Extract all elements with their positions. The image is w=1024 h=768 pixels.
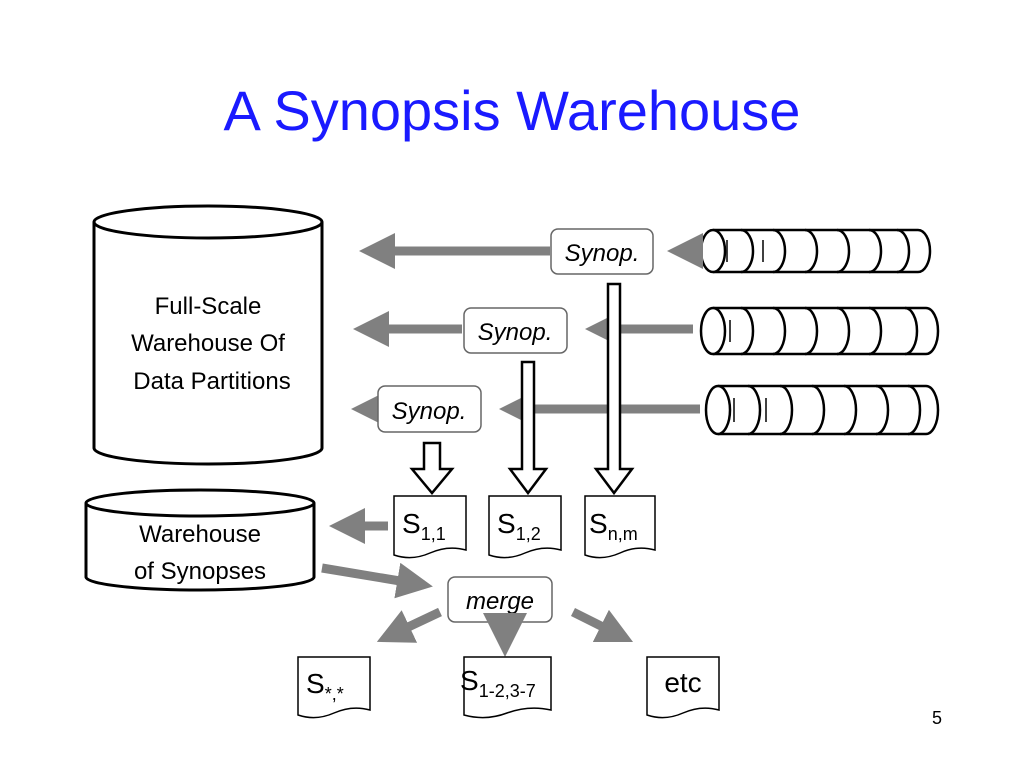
synopsis-1-2-sub: 1,2 (516, 524, 541, 544)
synopsis-doc-1-1: S1,1 (393, 495, 467, 559)
synop1-down-arrow (593, 282, 635, 496)
merged-range-sub: 1-2,3-7 (479, 681, 536, 701)
hollow-down-arrows (409, 282, 635, 496)
synop2-down-arrow (507, 360, 549, 496)
synopsis-1-2-base: S (497, 508, 516, 539)
synopsis-n-m-sub: n,m (608, 524, 638, 544)
merge-to-star-arrow (376, 607, 442, 643)
svg-text:S1,2: S1,2 (497, 508, 541, 544)
merged-star-base: S (306, 668, 325, 699)
synopsis-n-m-base: S (589, 508, 608, 539)
synopsis-warehouse-label-1: Warehouse (139, 521, 261, 548)
synop-label-1: Synop. (565, 240, 640, 267)
merge-box: merge (447, 576, 553, 623)
svg-text:Sn,m: Sn,m (589, 508, 638, 544)
merge-output-arrows (376, 607, 634, 657)
full-warehouse-label-3: Data Partitions (133, 368, 290, 395)
full-scale-warehouse-cylinder: Full-Scale Warehouse Of Data Partitions (92, 204, 324, 466)
warehouse-to-merge-arrow (321, 562, 433, 599)
synopsis-doc-1-2: S1,2 (488, 495, 562, 559)
data-stream-3 (704, 384, 940, 436)
data-stream-1 (699, 228, 932, 274)
merge-to-etc-arrow (570, 607, 634, 643)
merged-range-base: S (460, 665, 479, 696)
synopsis-warehouse-label-2: of Synopses (134, 558, 266, 585)
full-warehouse-label-2: Warehouse Of (131, 330, 285, 357)
synop-label-3: Synop. (392, 398, 467, 425)
synop-label-2: Synop. (478, 319, 553, 346)
svg-text:S*,*: S*,* (306, 668, 344, 704)
merge-label: merge (466, 588, 534, 615)
synopsis-warehouse-cylinder: Warehouse of Synopses (84, 488, 316, 592)
full-warehouse-label-1: Full-Scale (155, 293, 262, 320)
page-number: 5 (931, 708, 942, 728)
merged-doc-range: S1-2,3-7 (460, 656, 552, 719)
synop-box-1: Synop. (550, 228, 654, 275)
synop3-down-arrow (409, 441, 455, 495)
slide-title: A Synopsis Warehouse (223, 79, 801, 142)
svg-text:S1,1: S1,1 (402, 508, 446, 544)
merged-star-sub: *,* (325, 684, 344, 704)
svg-text:S1-2,3-7: S1-2,3-7 (460, 665, 536, 701)
synop-box-3: Synop. (377, 385, 482, 433)
merged-etc-label: etc (664, 667, 701, 698)
synopsis-1-1-sub: 1,1 (421, 524, 446, 544)
synopsis-1-1-base: S (402, 508, 421, 539)
merged-doc-star: S*,* (297, 656, 371, 719)
merged-doc-etc: etc (646, 656, 720, 719)
data-stream-2 (699, 306, 940, 356)
synop-box-2: Synop. (463, 307, 568, 354)
synopsis-doc-n-m: Sn,m (584, 495, 656, 559)
